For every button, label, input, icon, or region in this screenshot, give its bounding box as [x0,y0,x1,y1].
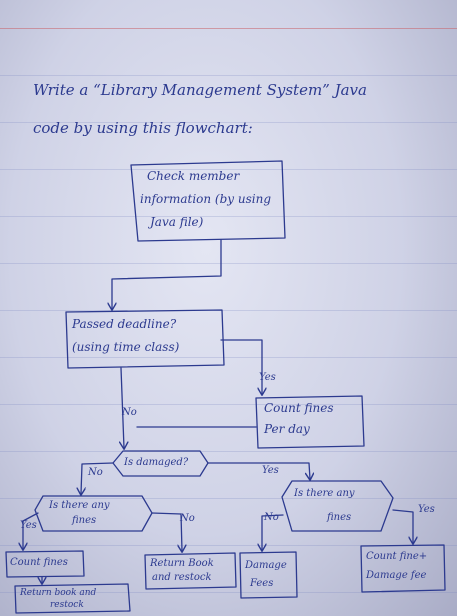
ruled-line [0,545,457,546]
damage-fees-line-2: Fees [250,578,274,589]
return-book-and-restock-line-1: Return book and [20,588,97,598]
ruled-line [0,404,457,405]
ruled-line [0,169,457,170]
ruled-line [0,310,457,311]
count-fine-damage-box [360,544,446,593]
count-fines-per-day-line-1: Count fines [264,401,334,415]
arrow-left-no [151,512,182,551]
return-book-and-restock-box [14,583,131,614]
count-fine-damage-line-2: Damage fee [366,570,427,581]
arrow-deadline-no [121,367,124,448]
count-fines-box [5,550,85,578]
ruled-line [0,75,457,76]
ruled-line [0,451,457,452]
edge-yes-damaged: Yes [262,465,279,476]
ruled-line [0,122,457,123]
count-fines-per-day-line-2: Per day [264,422,310,436]
any-fines-right-line-1: Is there any [294,488,355,499]
top-margin-line [0,28,457,29]
return-book-restock-box [144,552,237,590]
return-book-and-restock-line-2: restock [50,600,84,610]
any-fines-right-line-2: fines [327,512,352,523]
arrow-left-yes [23,512,39,549]
return-book-restock-line-1: Return Book [150,558,214,569]
ruled-line [0,216,457,217]
count-fines-label: Count fines [10,557,68,568]
arrow-right-no [262,514,284,550]
damage-fees-box [239,551,298,599]
edge-yes-left: Yes [20,520,37,531]
edge-no-damaged: No [88,467,103,478]
arrow-damaged-no [81,462,114,494]
edge-no-deadline: No [122,407,137,418]
ruled-line [0,498,457,499]
prompt-line-2: code by using this flowchart: [33,119,253,137]
ruled-line [0,263,457,264]
arrow-right-yes [392,509,413,543]
edge-yes-right: Yes [418,504,435,515]
prompt-line-1: Write a “Library Management System” Java [33,81,367,99]
any-fines-right-decision [281,480,394,532]
count-fines-per-day-box [255,395,365,449]
ruled-line [0,357,457,358]
count-fine-damage-line-1: Count fine+ [366,551,428,562]
passed-deadline-box [65,309,225,369]
check-member-box [130,160,286,242]
check-member-line-3: Java file) [150,215,204,229]
passed-deadline-line-1: Passed deadline? [72,317,177,331]
any-fines-left-line-1: Is there any [49,500,110,511]
return-book-restock-line-2: and restock [152,572,212,583]
arrow-damaged-yes [207,462,310,479]
edge-no-left: No [180,513,195,524]
edge-no-right: No [264,512,279,523]
damage-fees-line-1: Damage [245,560,287,571]
any-fines-left-line-2: fines [72,515,97,526]
arrow-check-to-deadline [112,239,222,309]
arrow-deadline-yes [220,339,262,394]
edge-yes-deadline: Yes [259,372,276,383]
is-damaged-label: Is damaged? [124,457,189,468]
passed-deadline-line-2: (using time class) [72,340,180,354]
ruled-line [0,592,457,593]
check-member-line-1: Check member [147,169,240,183]
check-member-line-2: information (by using [140,192,272,206]
